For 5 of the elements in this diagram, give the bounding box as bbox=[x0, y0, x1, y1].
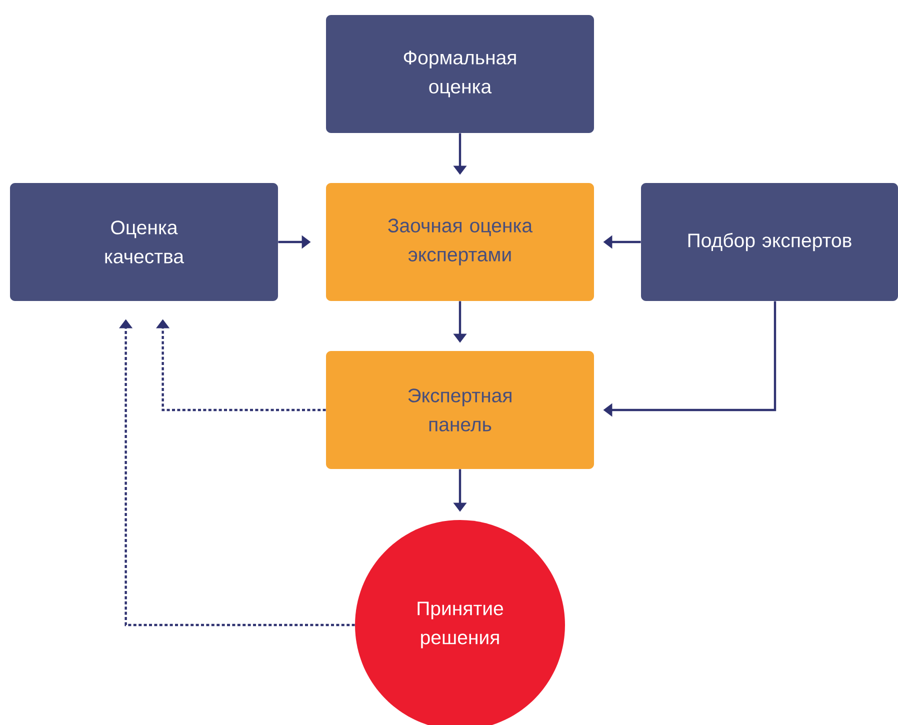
process-box: Экспертная панель bbox=[326, 351, 594, 469]
process-box: Формальная оценка bbox=[326, 15, 594, 133]
process-box: Оценка качества bbox=[10, 183, 278, 301]
process-box: Подбор экспертов bbox=[641, 183, 898, 301]
process-box: Заочная оценка экспертами bbox=[326, 183, 594, 301]
